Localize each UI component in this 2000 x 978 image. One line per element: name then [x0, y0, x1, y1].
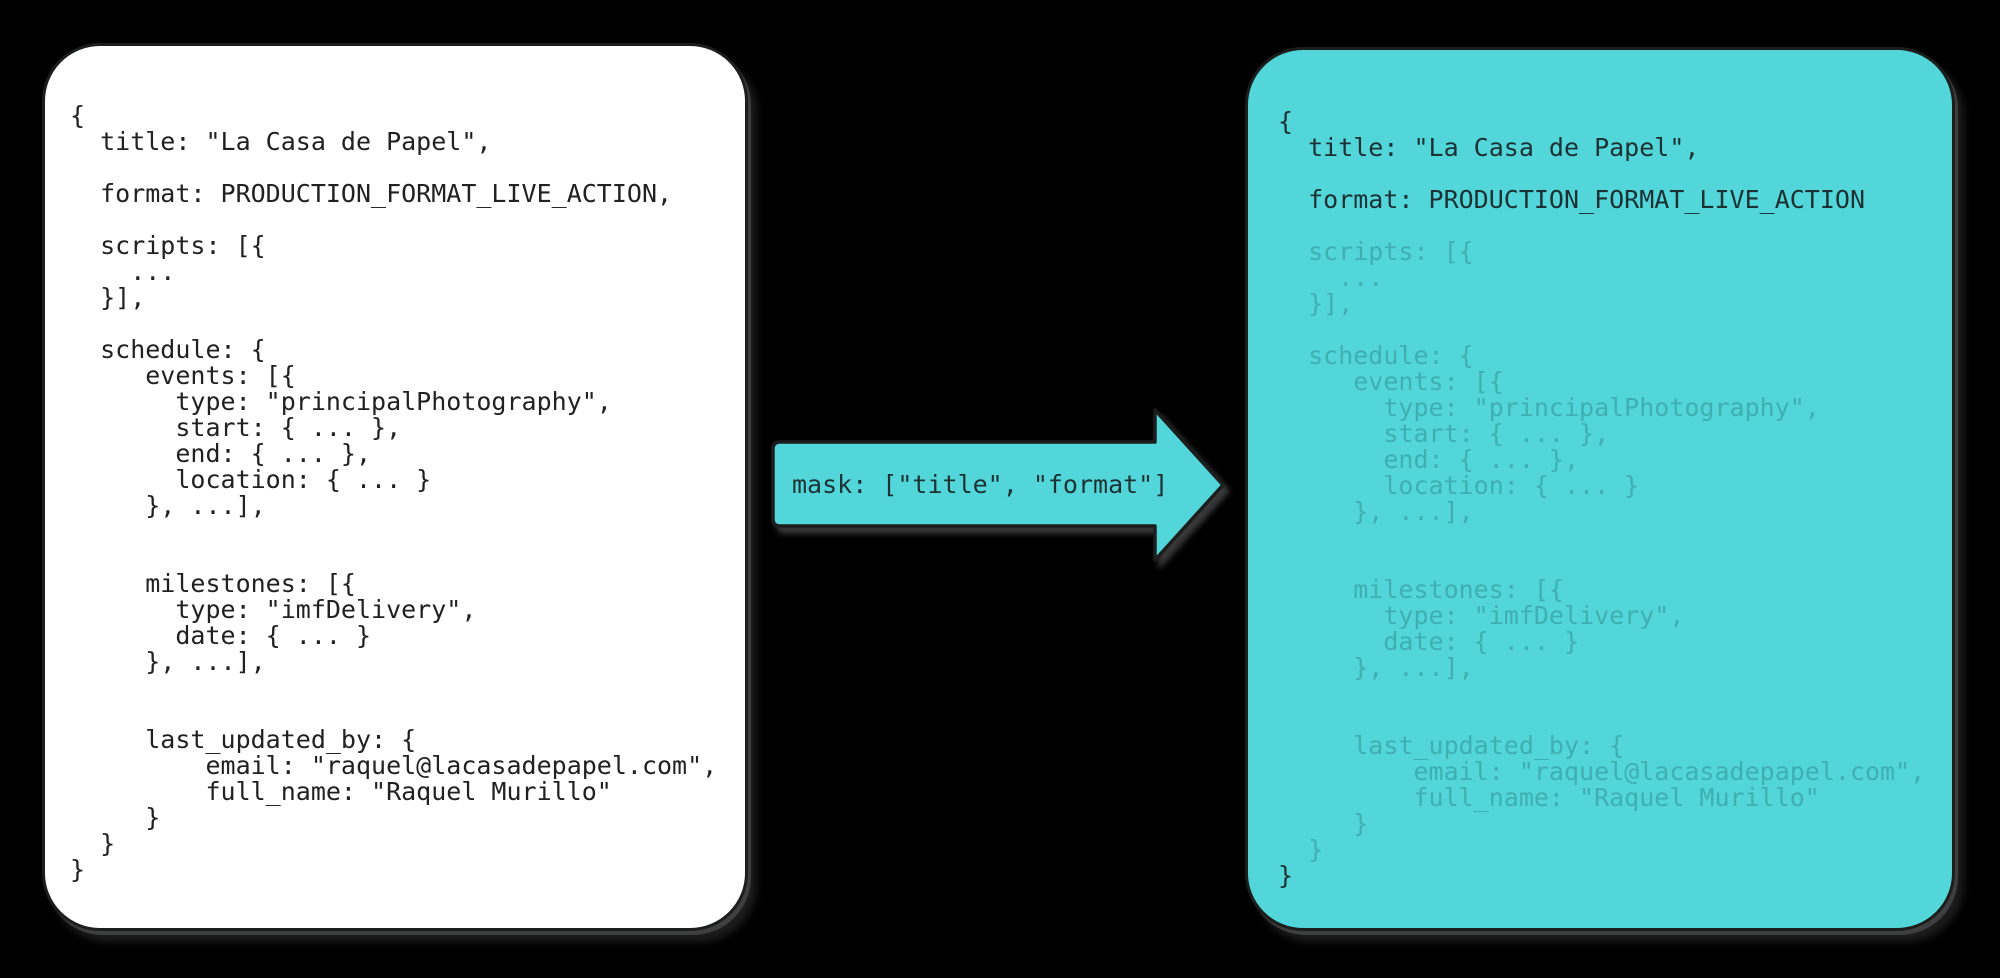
masked-body-text: scripts: [{ ... }], schedule: { events: … [1308, 237, 1926, 864]
mask-arrow: mask: ["title", "format"] [770, 406, 1226, 564]
original-json-code: { title: "La Casa de Papel", format: PRO… [70, 101, 718, 884]
unmasked-head-text: { title: "La Casa de Papel", format: PRO… [1278, 107, 1865, 214]
original-json-panel: { title: "La Casa de Papel", format: PRO… [42, 43, 748, 931]
right-arrow-icon [771, 408, 1225, 562]
masked-json-panel: { title: "La Casa de Papel", format: PRO… [1245, 47, 1955, 931]
mask-arrow-label: mask: ["title", "format"] [792, 469, 1169, 499]
masked-json-code: { title: "La Casa de Papel", format: PRO… [1248, 50, 1952, 891]
unmasked-tail-text: } [1278, 861, 1294, 890]
arrow-shape-svg [771, 408, 1225, 562]
